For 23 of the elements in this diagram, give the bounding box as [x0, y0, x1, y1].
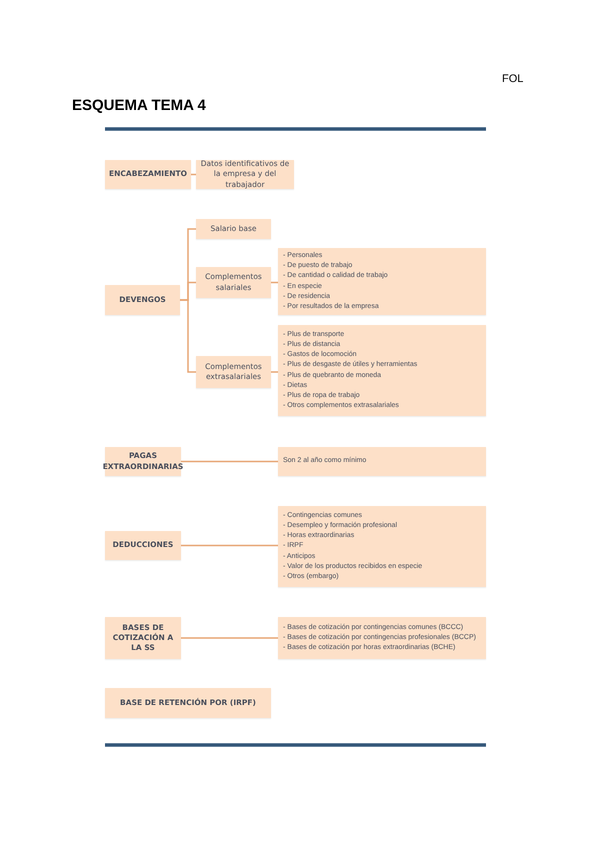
item-list-box: [278, 248, 486, 315]
category-box: [105, 285, 180, 315]
connector-line: [181, 544, 278, 546]
connector-line: [181, 460, 278, 462]
connector-line: [191, 174, 196, 176]
connector-line: [181, 637, 278, 639]
title: ESQUEMA TEMA 4: [72, 97, 206, 114]
item-list-box: [278, 325, 486, 416]
category-box: [105, 160, 191, 189]
category-box: [105, 617, 181, 659]
connector-line: [271, 371, 278, 373]
header-label: FOL: [502, 73, 524, 85]
category-box: [105, 447, 181, 476]
concept-box: [196, 356, 271, 388]
concept-box: [196, 267, 271, 298]
concept-box: [196, 219, 271, 239]
category-box: [105, 531, 181, 560]
category-box: [105, 688, 271, 718]
item-list-box: [278, 617, 486, 659]
connector-line: [271, 282, 278, 284]
item-list-box: [278, 447, 486, 476]
connector-line: [180, 299, 196, 373]
item-list-box: [278, 506, 486, 587]
